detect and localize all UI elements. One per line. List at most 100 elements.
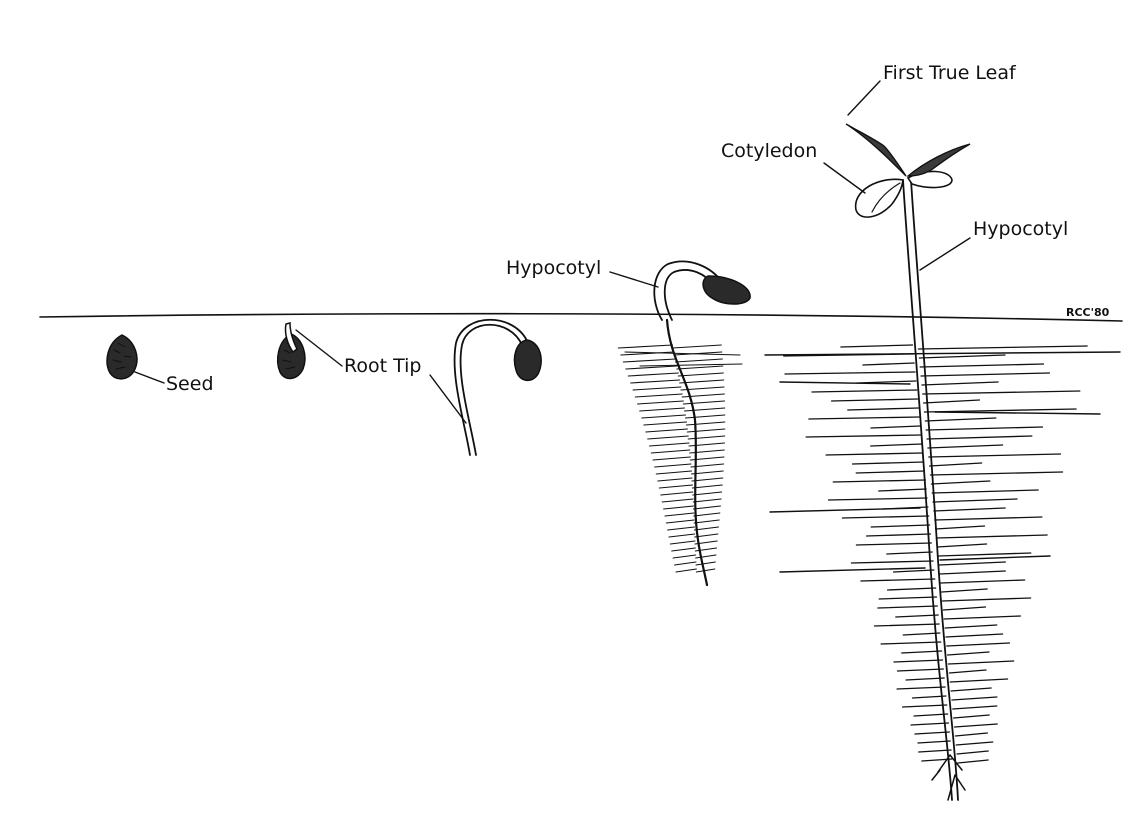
root-hair [877, 605, 938, 609]
root-hair [952, 714, 990, 719]
first-true-leaf-leader-line [847, 80, 881, 116]
root-hair [917, 740, 951, 744]
root-hair [926, 435, 1033, 440]
root-hair [645, 428, 688, 433]
stage-3-leader-line [429, 374, 467, 424]
root-hair [680, 386, 725, 391]
root-hair [683, 407, 726, 412]
label-first-true-leaf: First True Leaf [883, 62, 1017, 84]
root-hair [674, 561, 697, 566]
root-hair [895, 614, 939, 618]
root-hair [921, 381, 999, 386]
label-hypocotyl-1: Hypocotyl [506, 257, 601, 279]
root-hair [940, 588, 988, 593]
root-hair [693, 526, 720, 531]
root-hair [855, 542, 932, 546]
root-hair [902, 632, 941, 636]
root-hair [946, 642, 1011, 647]
root-hair [661, 498, 694, 503]
root-hair [878, 596, 938, 600]
root-hair [674, 358, 723, 363]
root-hair [784, 371, 916, 375]
root-hair [664, 512, 695, 517]
stage-1-seed [106, 334, 165, 384]
root-hair [669, 540, 696, 545]
root-hair [944, 624, 998, 629]
root-hair [840, 344, 914, 348]
root-hair [668, 533, 696, 538]
root-hair [951, 696, 998, 701]
root-hair [688, 442, 726, 447]
root-hair [679, 379, 725, 384]
root-hair [681, 393, 725, 398]
root-hair [870, 443, 923, 447]
stage-5-lateral-roots [764, 344, 1121, 764]
root-hair [667, 526, 695, 531]
root-hair [643, 421, 688, 426]
root-hair [695, 568, 716, 573]
root-hair [938, 561, 1006, 566]
root-hair [946, 651, 990, 656]
root-hair [693, 519, 720, 524]
root-hair [692, 505, 722, 510]
stage-4-root-hairs [617, 344, 743, 573]
root-hair [825, 452, 924, 456]
root-hair [687, 435, 726, 440]
root-hair [860, 578, 936, 582]
root-hair [649, 442, 690, 447]
root-hair [933, 507, 1006, 512]
root-hair [901, 704, 948, 708]
root-hair [805, 434, 922, 438]
root-hair [934, 411, 1101, 415]
root-hair [827, 497, 928, 501]
root-tip-leader-line [295, 329, 343, 367]
label-seed: Seed [166, 373, 214, 395]
seedling-stem [902, 179, 953, 801]
root-hair [657, 477, 693, 482]
root-hair [850, 560, 934, 564]
root-hair [630, 379, 681, 384]
root-hair [901, 650, 943, 654]
label-hypocotyl-2: Hypocotyl [973, 218, 1068, 240]
root-hair [694, 547, 718, 552]
root-hair [911, 695, 947, 699]
root-hair [641, 414, 687, 419]
root-hair [942, 606, 987, 611]
root-hair [913, 713, 949, 717]
root-hair [694, 533, 719, 538]
root-hair [672, 554, 697, 559]
root-hair [896, 668, 944, 672]
root-tip-sprout [284, 322, 298, 354]
root-hair [654, 463, 692, 468]
root-hair [693, 512, 721, 517]
seedling-root-tip [931, 754, 966, 801]
root-hair [769, 507, 921, 513]
stage-4-emerging [609, 260, 751, 587]
root-hair [910, 722, 950, 726]
root-hair [945, 633, 1004, 638]
root-hair [955, 741, 994, 746]
root-hair [690, 463, 725, 468]
root-hair [689, 449, 725, 454]
root-hair [922, 390, 1081, 395]
root-hair [632, 386, 682, 391]
root-hair [925, 426, 1044, 431]
root-hair [671, 344, 722, 349]
root-hair [684, 414, 726, 419]
root-hair [627, 372, 679, 377]
root-hair [652, 456, 691, 461]
root-hair [808, 416, 920, 420]
root-hair [953, 723, 998, 728]
root-hair [930, 480, 991, 485]
root-hair [939, 570, 1006, 575]
root-hair [914, 731, 950, 735]
root-hair [936, 543, 988, 548]
seed-shape-2 [277, 333, 306, 380]
root-hair [919, 363, 1045, 368]
seed-shape-3 [513, 339, 542, 382]
label-cotyledon: Cotyledon [721, 140, 817, 162]
root-hair [862, 362, 915, 366]
root-hair [779, 381, 911, 385]
root-hair [927, 444, 1004, 449]
root-hair [832, 479, 926, 483]
